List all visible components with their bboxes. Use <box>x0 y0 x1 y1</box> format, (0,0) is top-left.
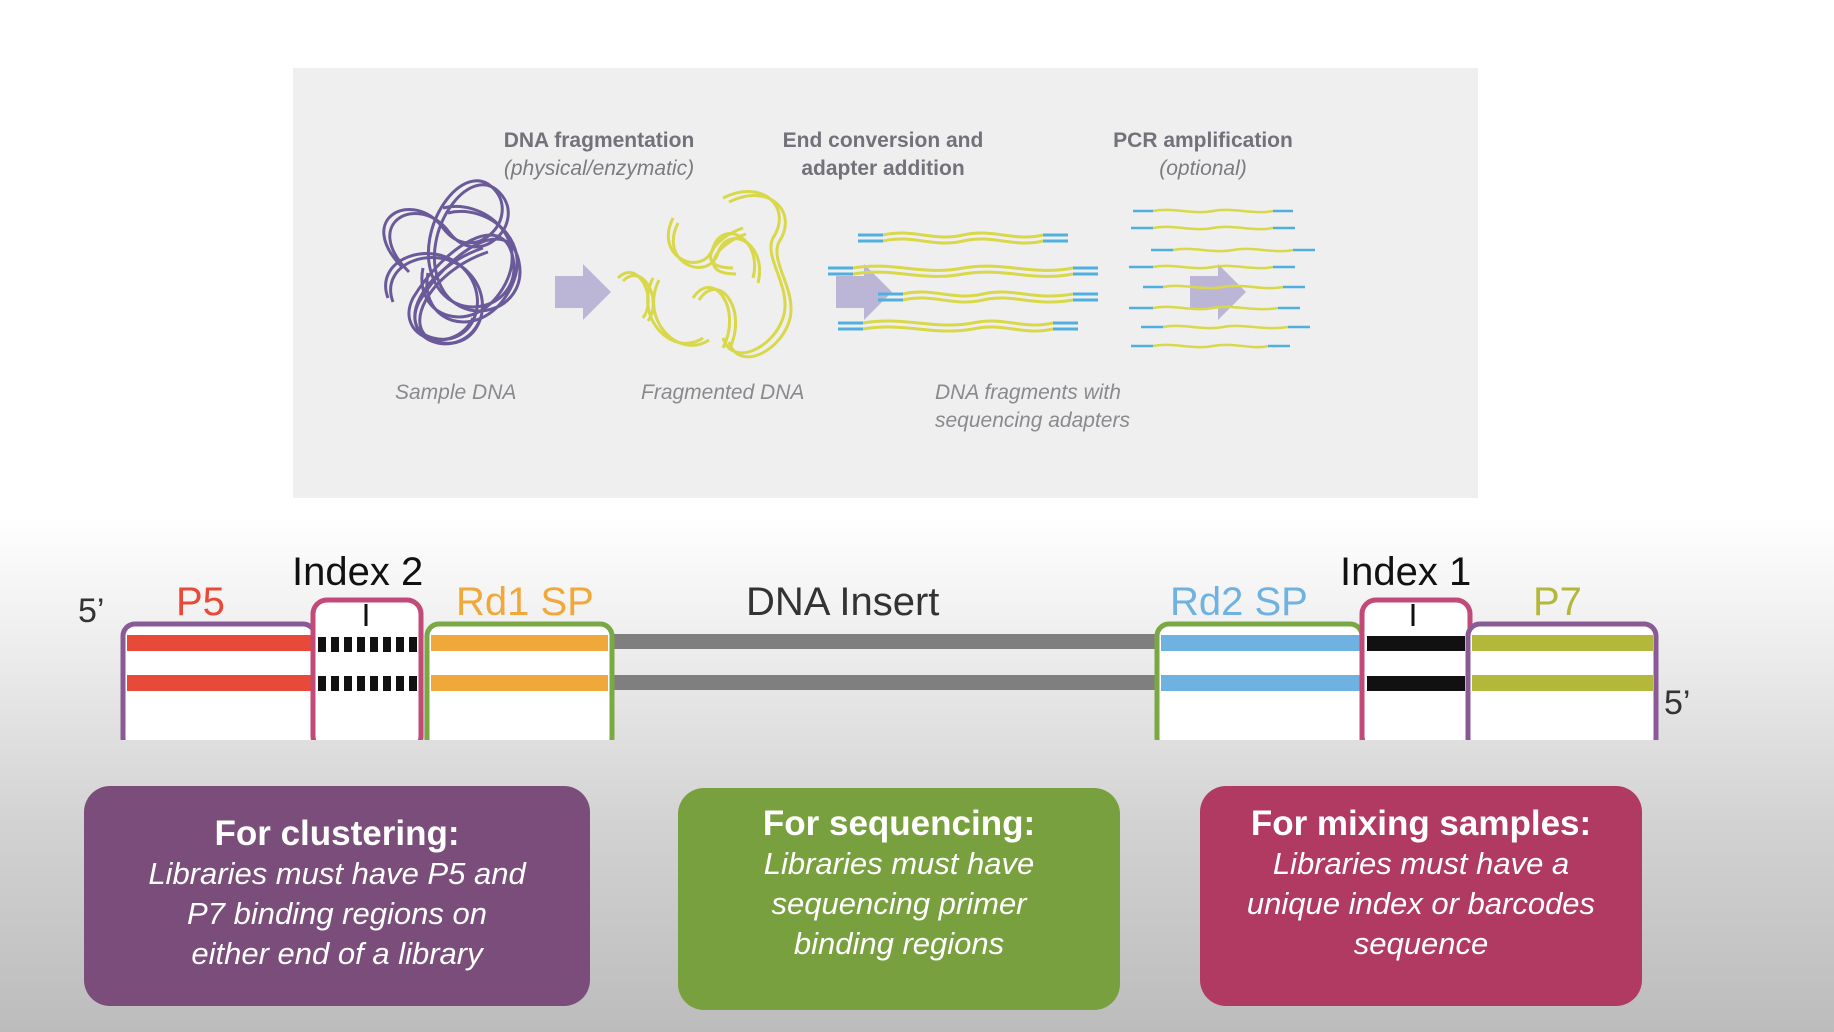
p5-segment <box>120 621 318 740</box>
step-pcr-subtitle: (optional) <box>1159 157 1247 180</box>
p5-label: P5 <box>176 580 225 624</box>
adapter-fragments-icon <box>828 231 1098 333</box>
clustering-title: For clustering: <box>214 814 460 853</box>
sequencing-line-1: Libraries must have <box>763 846 1035 881</box>
rd2sp-label: Rd2 SP <box>1170 580 1308 624</box>
fragmented-dna-icon <box>616 190 793 359</box>
caption-sample-dna: Sample DNA <box>395 381 517 404</box>
clustering-line-3: either end of a library <box>191 936 483 971</box>
rd1sp-segment <box>424 621 615 740</box>
five-prime-right-label: 5’ <box>1664 684 1691 722</box>
amplified-fragments-icon <box>1129 208 1315 349</box>
library-structure <box>120 597 1659 740</box>
mixing-line-3: sequence <box>1353 926 1489 961</box>
clustering-line-2: P7 binding regions on <box>187 896 487 931</box>
index2-label: Index 2 <box>292 550 424 594</box>
index1-segment <box>1359 597 1473 740</box>
mixing-box: For mixing samples: Libraries must have … <box>1200 786 1642 1006</box>
p7-segment <box>1465 621 1659 740</box>
insert-strand-top <box>610 634 1160 649</box>
index2-segment <box>310 597 424 740</box>
workflow-panel: DNA fragmentation (physical/enzymatic) E… <box>293 68 1478 498</box>
insert-strand-bottom <box>610 675 1160 690</box>
clustering-box: For clustering: Libraries must have P5 a… <box>84 786 590 1006</box>
rd1sp-label: Rd1 SP <box>456 580 594 624</box>
insert-label: DNA Insert <box>746 580 940 624</box>
mixing-line-2: unique index or barcodes <box>1246 886 1596 921</box>
caption-fragmented-dna: Fragmented DNA <box>641 381 805 404</box>
caption-adapter-fragments-2: sequencing adapters <box>935 409 1130 432</box>
mixing-title: For mixing samples: <box>1250 804 1592 843</box>
index1-label: Index 1 <box>1340 550 1472 594</box>
caption-adapter-fragments-1: DNA fragments with <box>935 381 1121 404</box>
step-end-conversion-title-2: adapter addition <box>801 157 965 180</box>
step-fragmentation-subtitle: (physical/enzymatic) <box>503 157 695 180</box>
sequencing-line-2: sequencing primer <box>771 886 1027 921</box>
sequencing-title: For sequencing: <box>762 804 1036 843</box>
sequencing-box: For sequencing: Libraries must have sequ… <box>678 788 1120 1010</box>
sample-dna-icon <box>382 179 522 346</box>
sequencing-line-3: binding regions <box>793 926 1005 961</box>
rd2sp-segment <box>1154 621 1365 740</box>
step-pcr-title: PCR amplification <box>1113 129 1293 152</box>
workflow-graphic <box>382 179 1315 359</box>
step-fragmentation-title: DNA fragmentation <box>503 129 695 152</box>
p7-label: P7 <box>1533 580 1582 624</box>
five-prime-left-label: 5’ <box>78 592 105 630</box>
mixing-line-1: Libraries must have a <box>1272 846 1570 881</box>
step-end-conversion-title-1: End conversion and <box>782 129 984 152</box>
clustering-line-1: Libraries must have P5 and <box>148 856 526 891</box>
